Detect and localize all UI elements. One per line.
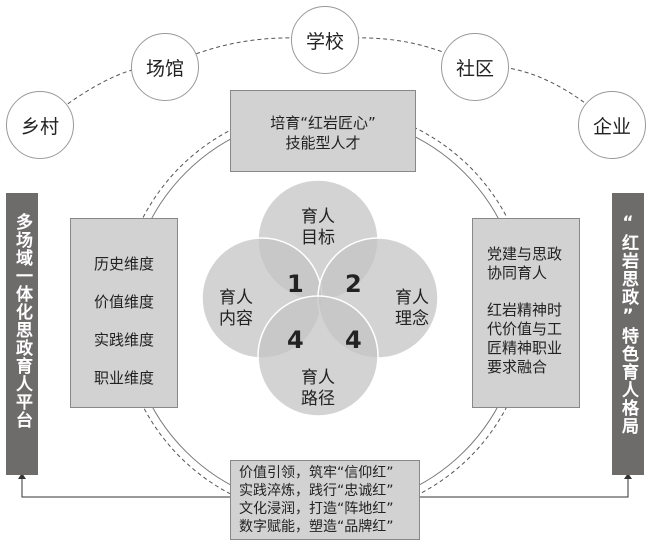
node-village: 乡村 [6,91,74,159]
dimension-career: 职业维度 [93,369,154,387]
feedback-line-right [420,477,629,498]
node-venue: 场馆 [131,33,199,101]
venn-number-1: 1 [287,270,304,298]
venn-label-path: 育人路径 [301,368,335,409]
philosophy-para-1: 党建与思政协同育人 [487,245,563,282]
venn-number-2: 2 [345,270,362,298]
node-community: 社区 [441,33,509,101]
philosophy-para-2: 红岩精神时代价值与工匠精神职业要求融合 [487,301,563,376]
venn-label-content: 育人内容 [219,288,253,329]
dimension-practice: 实践维度 [93,331,154,349]
path-line-2: 实践淬炼，践行“忠诚红” [239,483,394,499]
right-pattern-bar: “红岩思政”特色育人格局 [612,193,644,475]
node-enterprise: 企业 [578,91,646,159]
node-school: 学校 [291,6,359,74]
dimension-value: 价值维度 [93,293,154,311]
path-box: 价值引领，筑牢“信仰红” 实践淬炼，践行“忠诚红” 文化浸润，打造“阵地红” 数… [230,460,420,540]
arrow-left-icon [18,473,26,479]
dimension-history: 历史维度 [93,255,154,273]
venn-circles [201,179,439,417]
venn-label-philosophy: 育人理念 [395,288,429,329]
venn-circle-bottom [257,295,379,417]
goal-box: 培育“红岩匠心” 技能型人才 [230,90,416,172]
path-line-3: 文化浸润，打造“阵地红” [239,501,394,517]
goal-line-1: 培育“红岩匠心” [270,114,376,132]
venn-number-3: 4 [287,326,304,354]
arrow-right-icon [624,473,632,479]
venn-label-goal: 育人目标 [301,207,335,248]
goal-line-2: 技能型人才 [285,134,361,152]
feedback-line-left [21,477,230,498]
path-line-1: 价值引领，筑牢“信仰红” [239,465,394,481]
path-line-4: 数字赋能，塑造“品牌红” [239,519,394,535]
left-platform-bar: 多场域一体化思政育人平台 [6,193,38,475]
dimensions-box: 历史维度 价值维度 实践维度 职业维度 [70,218,178,408]
venn-number-4: 4 [345,326,362,354]
philosophy-box: 党建与思政协同育人 红岩精神时代价值与工匠精神职业要求融合 [472,218,580,408]
